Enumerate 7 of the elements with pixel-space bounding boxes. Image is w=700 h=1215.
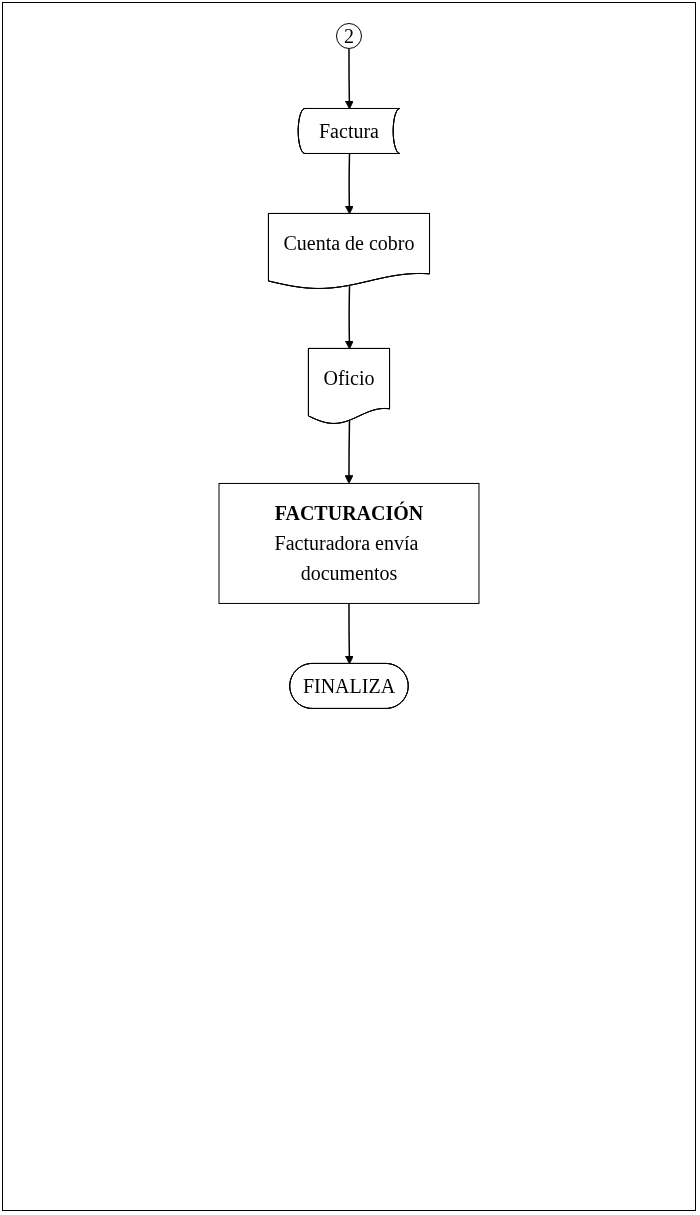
arrow [344,47,354,110]
arrow [344,285,354,350]
node-circle: 2 [336,23,362,49]
node-box: FACTURACIÓN Facturadora envía documentos [218,482,480,604]
arrow [344,153,354,215]
arrow [344,420,354,484]
arrow [344,602,354,665]
